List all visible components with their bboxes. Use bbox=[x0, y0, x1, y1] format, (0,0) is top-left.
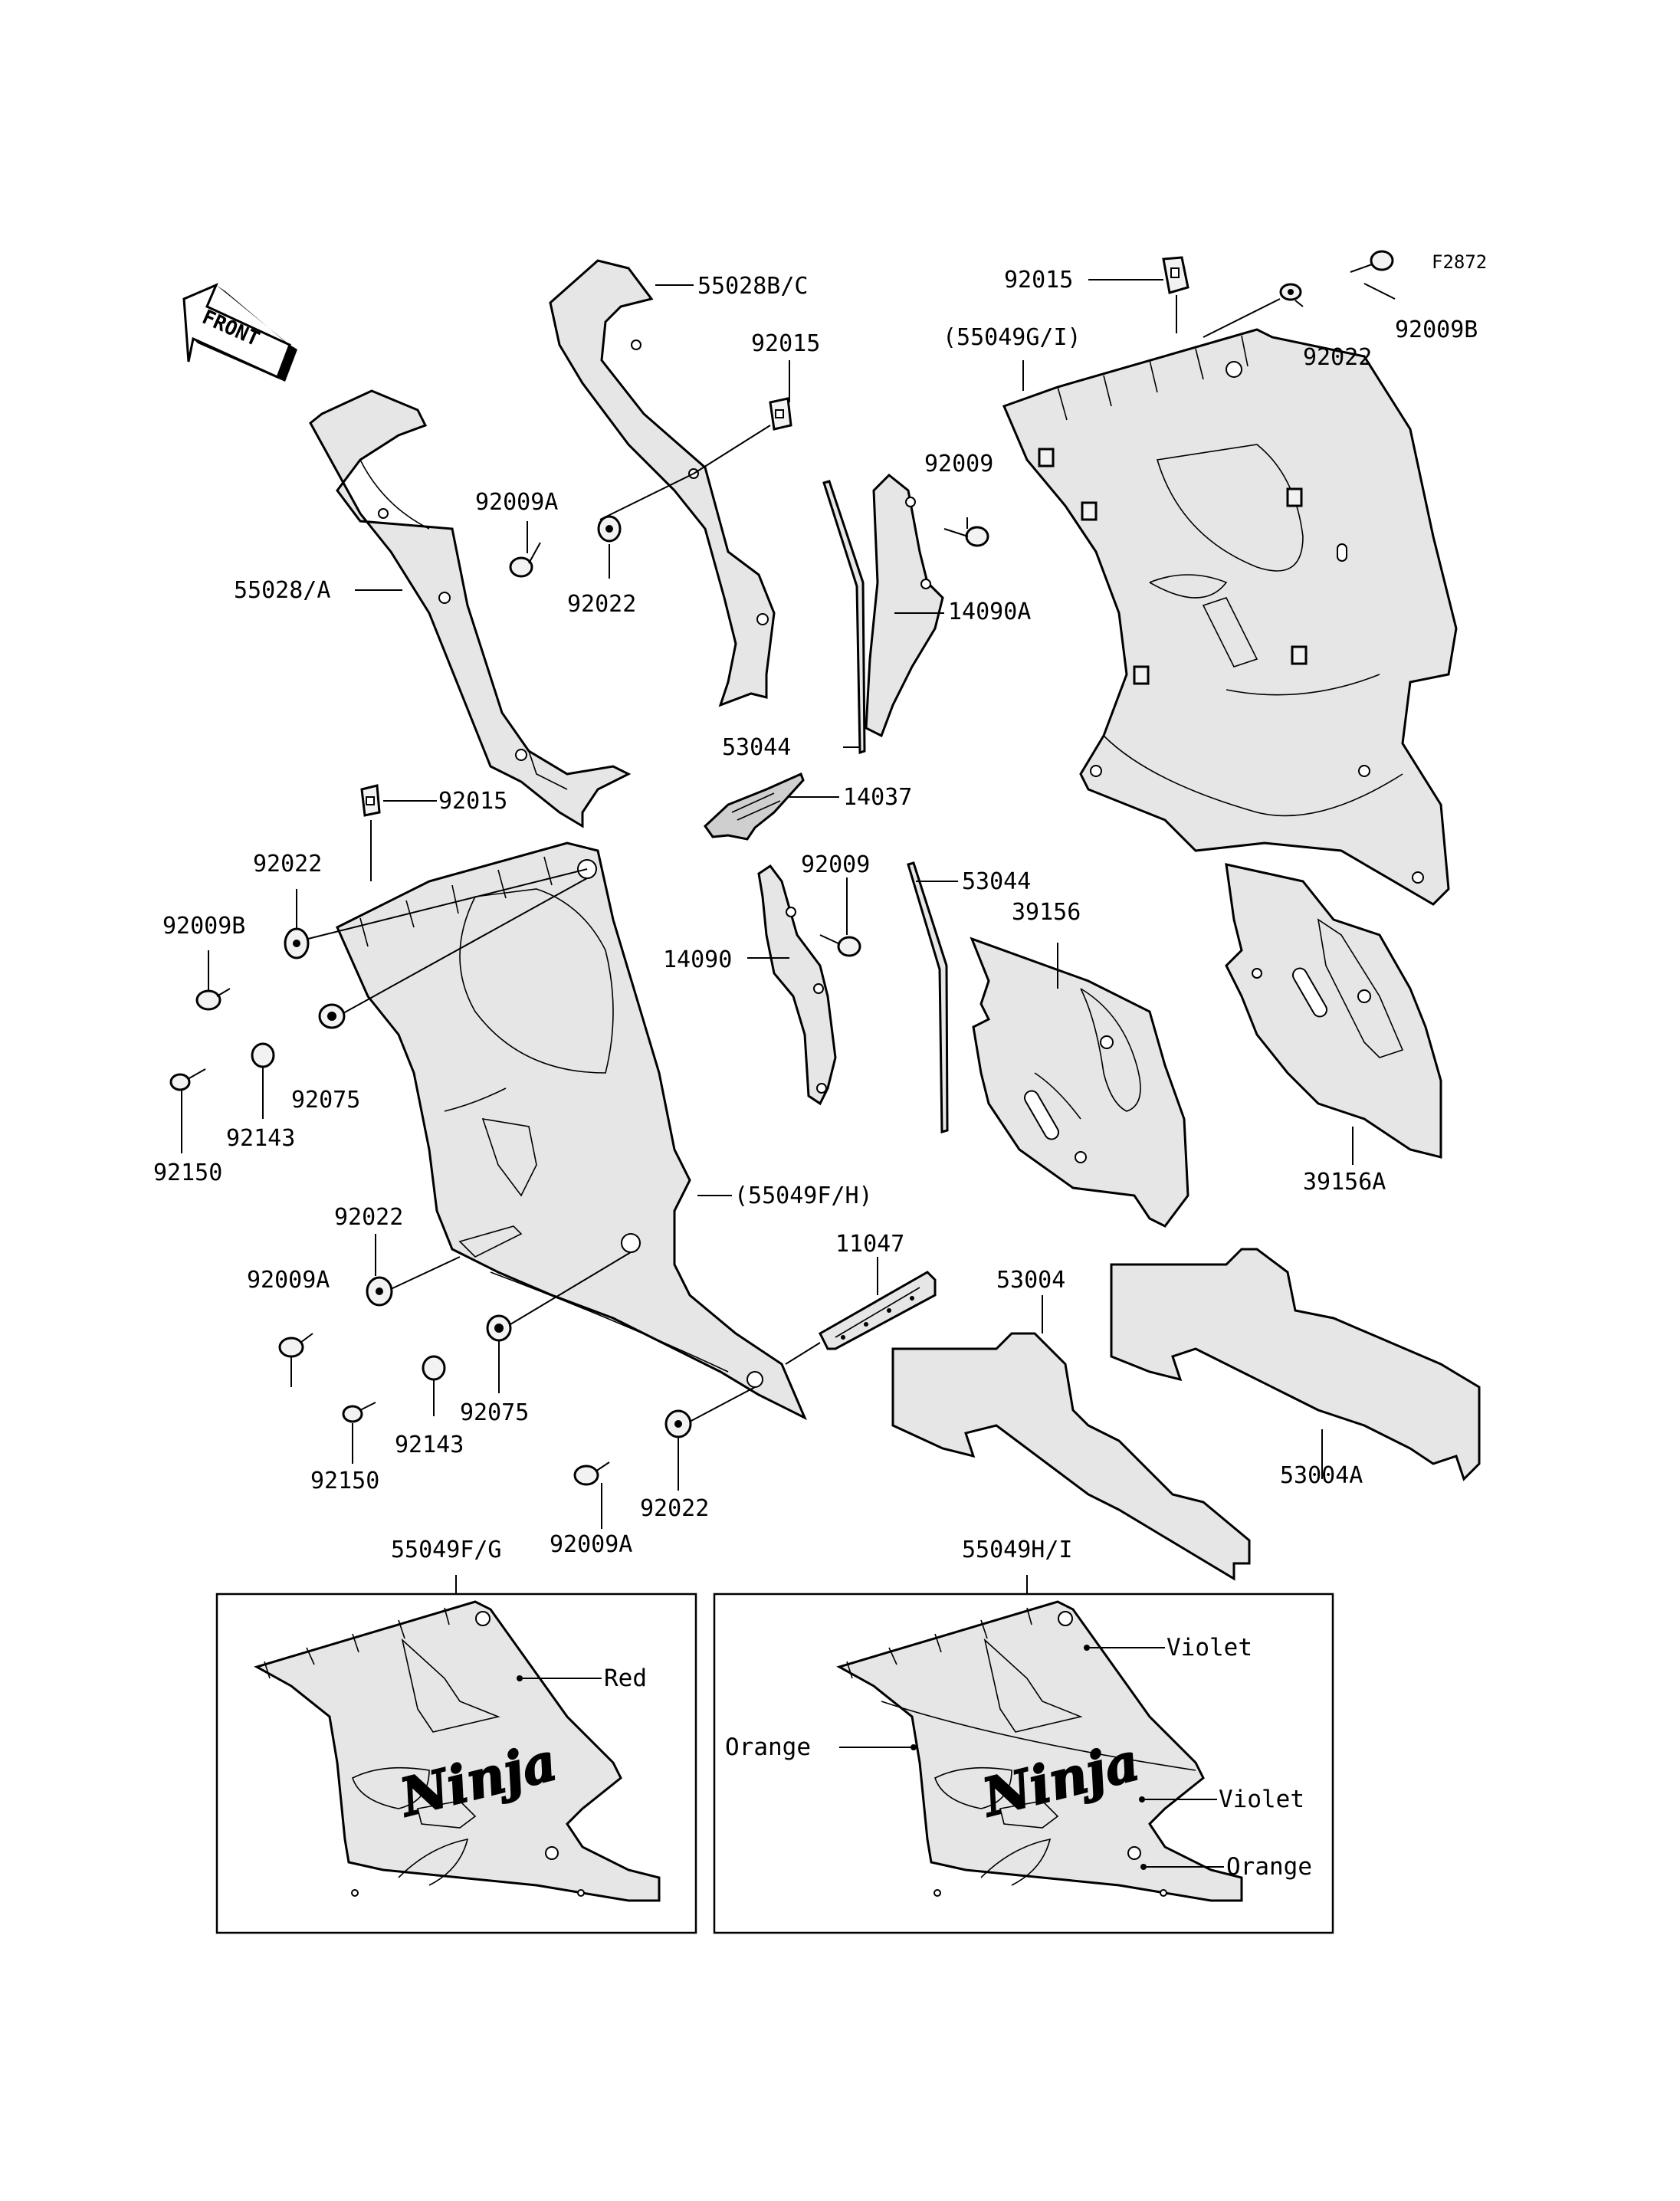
label-55049fg: 55049F/G bbox=[391, 1537, 502, 1563]
label-92009-upper: 92009 bbox=[924, 451, 993, 477]
bolt-92009-upper bbox=[943, 526, 989, 547]
part-55049-fh bbox=[336, 841, 807, 1421]
label-53044-upper: 53044 bbox=[722, 734, 791, 761]
label-14037: 14037 bbox=[843, 784, 912, 811]
part-53044-lower bbox=[907, 861, 949, 1133]
screw-92150-left bbox=[169, 1068, 206, 1091]
part-labels: 55028B/C 92015 92009B 92015 92022 (55049… bbox=[153, 267, 1478, 1563]
label-92022-lower-right: 92022 bbox=[640, 1495, 709, 1522]
label-92009a-lower-left: 92009A bbox=[247, 1267, 330, 1294]
color-label-red: Red bbox=[604, 1665, 647, 1692]
part-55049-gi bbox=[1002, 328, 1458, 906]
color-label-violet-1: Violet bbox=[1166, 1634, 1252, 1661]
bolt-92009-lower bbox=[819, 934, 861, 957]
label-92143-lower: 92143 bbox=[395, 1432, 464, 1458]
label-14090a: 14090A bbox=[948, 599, 1031, 625]
variant-fairing-55049hi: Ninja bbox=[836, 1600, 1243, 1902]
bolt-92009a-lower-right bbox=[573, 1461, 610, 1486]
bolt-92009b-top bbox=[1350, 250, 1394, 273]
label-53004a: 53004A bbox=[1280, 1462, 1363, 1489]
leader-lines bbox=[181, 279, 1396, 1594]
label-92009a-upper: 92009A bbox=[475, 489, 558, 516]
label-55028bc: 55028B/C bbox=[697, 273, 809, 300]
label-11047: 11047 bbox=[835, 1231, 904, 1258]
clip-92015-left bbox=[360, 784, 381, 817]
label-55049gi: (55049G/I) bbox=[943, 324, 1081, 351]
label-92009-lower: 92009 bbox=[801, 851, 870, 878]
grommet-92143-lower bbox=[422, 1355, 446, 1381]
front-arrow-icon: FRONT bbox=[182, 283, 297, 382]
bolt-92009b-left bbox=[195, 988, 231, 1011]
color-label-orange-2: Orange bbox=[1226, 1853, 1312, 1881]
grommet-92143-left bbox=[251, 1042, 275, 1068]
label-39156: 39156 bbox=[1012, 899, 1081, 926]
label-92015-middle: 92015 bbox=[751, 330, 820, 357]
part-53004 bbox=[891, 1332, 1251, 1581]
label-92150-left: 92150 bbox=[153, 1160, 222, 1186]
bolt-92009a-upper bbox=[509, 542, 541, 578]
figure-code: F2872 bbox=[1432, 251, 1487, 273]
label-92150-lower: 92150 bbox=[310, 1468, 379, 1494]
label-92009a-lower-right: 92009A bbox=[550, 1531, 632, 1558]
part-14037 bbox=[704, 772, 805, 841]
label-92015-left: 92015 bbox=[438, 788, 507, 815]
part-14090a bbox=[865, 473, 944, 738]
color-labels: Red Violet Orange Violet Orange bbox=[604, 1634, 1312, 1881]
label-92022-top: 92022 bbox=[1303, 344, 1372, 371]
label-53044-lower: 53044 bbox=[962, 868, 1031, 895]
part-11047 bbox=[819, 1271, 937, 1350]
clip-92015-top bbox=[1162, 256, 1189, 294]
part-55028-bc bbox=[549, 259, 776, 707]
label-92143-left: 92143 bbox=[226, 1125, 295, 1152]
bolt-92009a-lower-left bbox=[278, 1333, 313, 1358]
label-92075-left: 92075 bbox=[291, 1087, 360, 1114]
screw-92150-lower bbox=[342, 1402, 376, 1423]
variant-fairing-55049fg: Ninja bbox=[254, 1600, 661, 1902]
part-53044-upper bbox=[822, 480, 866, 755]
part-14090 bbox=[757, 864, 837, 1106]
label-92022-lower-left: 92022 bbox=[334, 1204, 403, 1231]
label-92009b-top: 92009B bbox=[1395, 317, 1478, 343]
part-55028-a bbox=[309, 389, 632, 828]
part-39156a bbox=[1225, 863, 1442, 1159]
label-14090: 14090 bbox=[663, 946, 732, 973]
label-55049hi: 55049H/I bbox=[962, 1537, 1073, 1563]
label-39156a: 39156A bbox=[1303, 1169, 1386, 1196]
color-callout-lines bbox=[523, 1647, 1224, 1868]
label-92009b-left: 92009B bbox=[162, 913, 245, 940]
label-92015-top: 92015 bbox=[1004, 267, 1073, 294]
color-label-violet-2: Violet bbox=[1219, 1786, 1304, 1813]
label-53004: 53004 bbox=[996, 1267, 1065, 1294]
label-92022-upper: 92022 bbox=[567, 591, 636, 618]
color-label-orange-1: Orange bbox=[725, 1734, 811, 1761]
clip-92015-middle bbox=[769, 397, 792, 431]
label-92075-lower: 92075 bbox=[460, 1399, 529, 1426]
part-39156 bbox=[970, 936, 1189, 1228]
label-55049fh: (55049F/H) bbox=[734, 1183, 873, 1209]
variant-box-55049hi bbox=[713, 1593, 1334, 1934]
label-55028a: 55028/A bbox=[234, 577, 330, 604]
label-92022-left: 92022 bbox=[253, 851, 322, 877]
variant-box-55049fg bbox=[215, 1593, 697, 1934]
part-53004a bbox=[1110, 1248, 1481, 1481]
